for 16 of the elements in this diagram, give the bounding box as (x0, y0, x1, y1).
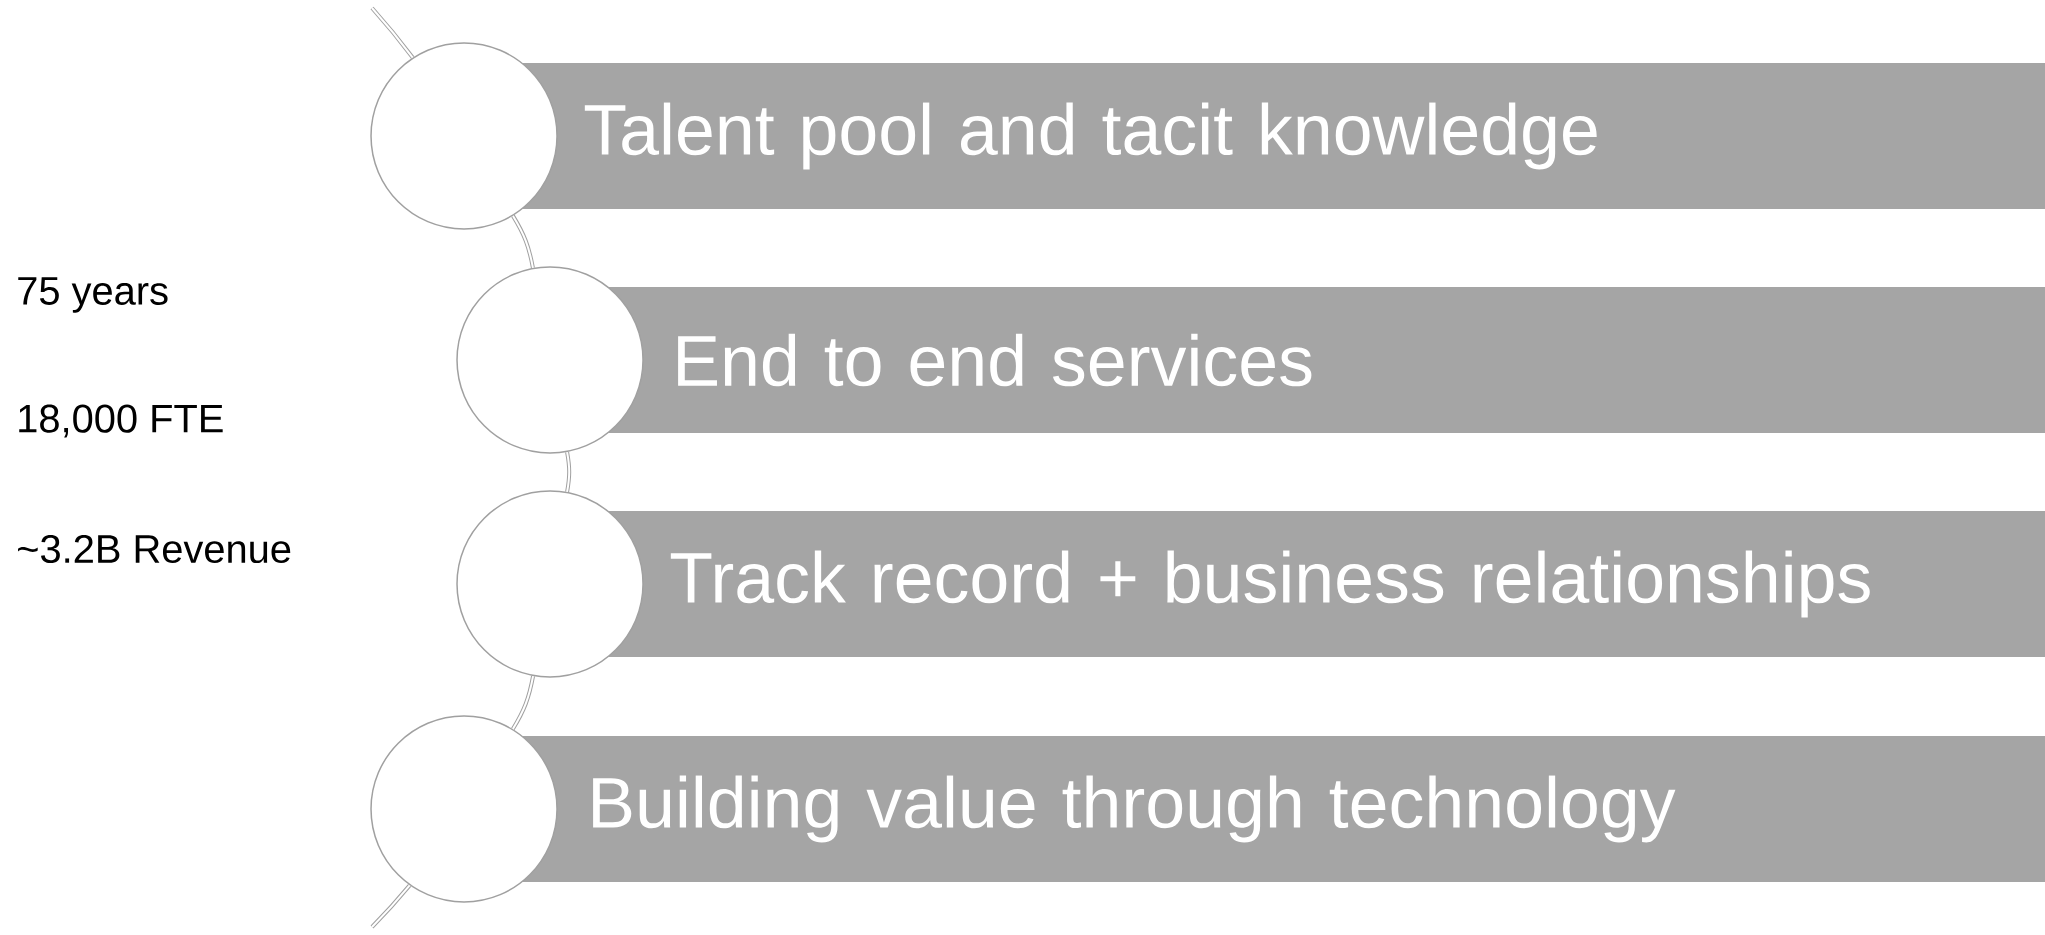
arc-line (370, 884, 412, 929)
stat-label: 18,000 FTE (19, 404, 223, 438)
arc-line (370, 6, 415, 59)
circle (370, 42, 558, 230)
stat-label: 75 years (18, 277, 168, 313)
text-bar: End to end services (608, 287, 2045, 433)
text-bar: Talent pool and tacit knowledge (522, 63, 2045, 209)
circle (456, 266, 644, 454)
arc-line (511, 214, 535, 269)
circle (370, 715, 558, 903)
arc-line (565, 451, 572, 493)
stat-label: ~3.2B Revenue (18, 534, 291, 564)
arc-line (511, 675, 536, 730)
text-bar: Building value through technology (522, 736, 2045, 882)
text-bar: Track record + business relationships (608, 511, 2045, 657)
circle (456, 490, 644, 678)
